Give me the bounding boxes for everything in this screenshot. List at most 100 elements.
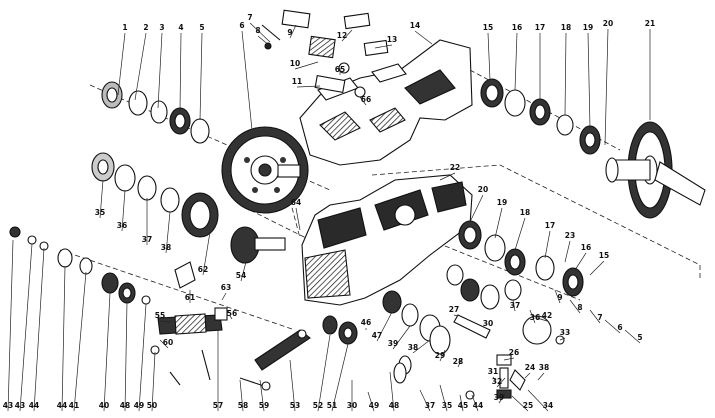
callout-number: 14 [410, 21, 420, 30]
callout-16: 16 [512, 23, 522, 91]
callout-number: 45 [458, 401, 468, 410]
leader-line [317, 334, 331, 412]
callout-number: 36 [117, 221, 127, 230]
callout-number: 46 [361, 318, 371, 327]
callout-number: 6 [239, 21, 244, 30]
callout-4: 4 [178, 23, 184, 111]
callout-26: 17 [544, 221, 555, 259]
callout-number: 44 [473, 401, 483, 410]
callout-number: 31 [488, 367, 498, 376]
leader-line [367, 391, 375, 412]
callout-86: 9 [554, 289, 563, 304]
leader-line [159, 320, 171, 323]
callout-number: 38 [539, 363, 549, 372]
callout-6: 6 [239, 21, 253, 131]
leader-line [341, 29, 353, 42]
callout-50: 61 [185, 290, 195, 303]
leader-line [469, 194, 484, 223]
callout-number: 37 [142, 235, 152, 244]
callout-43: 41 [69, 271, 87, 412]
leader-line [241, 30, 253, 131]
callout-35: 64 [291, 198, 301, 231]
leader-line [124, 301, 128, 412]
callout-22: 22 [439, 163, 460, 181]
callout-number: 37 [510, 301, 520, 310]
washer-set-mid-right [446, 264, 552, 345]
callout-65: 38 [408, 339, 431, 354]
bearing-row-top-right [480, 78, 601, 155]
callout-number: 9 [557, 293, 562, 302]
leader-line [624, 329, 641, 344]
leader-line [239, 379, 244, 412]
leader-line [249, 22, 271, 43]
callout-number: 18 [520, 208, 530, 217]
callout-number: 29 [435, 351, 445, 360]
callout-number: 48 [120, 401, 130, 410]
callout-76: 27 [449, 305, 459, 317]
leader-line [503, 357, 515, 361]
callout-42: 44 [57, 265, 67, 412]
callout-70: 42 [536, 311, 552, 322]
leader-line [259, 379, 265, 412]
callout-number: 32 [492, 377, 502, 386]
leader-line [537, 372, 545, 381]
leader-line [439, 172, 456, 181]
callout-28: 16 [574, 243, 591, 271]
callout-number: 37 [425, 401, 435, 410]
callout-number: 16 [512, 23, 522, 32]
leader-line [554, 289, 561, 304]
leader-line [569, 299, 581, 314]
leader-line [376, 311, 393, 342]
callout-75: 26 [503, 348, 519, 361]
large-gear-shaft-21 [605, 121, 706, 219]
leader-line [487, 32, 491, 81]
callout-number: 60 [163, 338, 173, 347]
callout-31: 36 [117, 189, 127, 232]
leader-line [527, 389, 549, 412]
callout-number: 39 [388, 339, 398, 348]
callout-number: 47 [372, 331, 382, 340]
callout-number: 3 [159, 23, 164, 32]
callout-number: 12 [337, 31, 347, 40]
callout-90: 5 [624, 329, 643, 344]
callout-19: 19 [583, 23, 593, 129]
callout-number: 8 [255, 26, 260, 35]
bolt-chain-left [9, 226, 151, 305]
callout-11: 11 [292, 77, 321, 88]
callout-36: 65 [335, 65, 345, 75]
callout-number: 19 [583, 23, 593, 32]
callout-3: 3 [157, 23, 165, 109]
callout-number: 16 [581, 243, 591, 252]
callout-34: 62 [198, 231, 211, 276]
callout-81: 32 [492, 377, 506, 388]
leader-line [496, 377, 506, 388]
callout-number: 8 [577, 303, 582, 312]
lever-arm-51 [254, 329, 311, 371]
callout-23: 20 [469, 185, 488, 223]
leader-line [159, 339, 169, 349]
callout-number: 25 [523, 401, 533, 410]
callout-number: 7 [247, 13, 252, 22]
callout-number: 35 [95, 208, 105, 217]
callout-number: 5 [637, 333, 642, 342]
callout-21: 21 [645, 19, 655, 120]
callout-number: 17 [545, 221, 555, 230]
callout-44: 40 [99, 292, 111, 412]
callout-10: 10 [290, 59, 319, 70]
callout-17: 17 [535, 23, 545, 100]
callout-number: 57 [213, 401, 223, 410]
callout-2: 2 [134, 23, 149, 101]
leader-line [389, 371, 395, 412]
callout-12: 12 [337, 29, 353, 42]
callout-number: 26 [509, 348, 519, 357]
callout-number: 58 [238, 401, 248, 410]
callout-number: 10 [290, 59, 300, 68]
callout-46: 49 [134, 303, 147, 412]
callout-number: 30 [347, 401, 357, 410]
callout-40: 43 [15, 243, 33, 412]
callout-number: 49 [134, 401, 144, 410]
leader-line [544, 230, 551, 259]
callout-15: 15 [483, 23, 493, 81]
leader-line [524, 372, 531, 379]
callout-number: 43 [15, 401, 25, 410]
